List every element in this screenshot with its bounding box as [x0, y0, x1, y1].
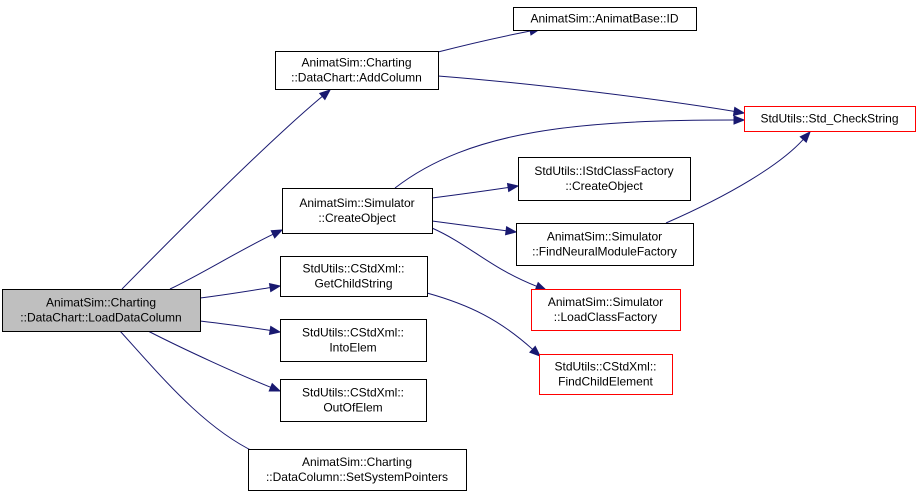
call-edge [199, 282, 282, 299]
arrowhead-icon [529, 345, 542, 357]
call-edge [665, 131, 811, 224]
node-box[interactable] [531, 289, 681, 331]
node-istdclassfactory-createobject[interactable]: StdUtils::IStdClassFactory::CreateObject [518, 157, 691, 201]
node-label: AnimatSim::Charting [302, 455, 412, 469]
node-box[interactable] [518, 157, 691, 201]
arrowhead-icon [268, 282, 282, 293]
node-findneuralmodulefactory[interactable]: AnimatSim::Simulator::FindNeuralModuleFa… [516, 223, 694, 266]
edge-line [147, 330, 271, 388]
node-box[interactable] [280, 256, 428, 297]
call-edge [147, 330, 282, 392]
nodes-layer: AnimatSim::Charting::DataChart::LoadData… [2, 7, 916, 491]
call-edge [199, 320, 282, 336]
arrowhead-icon [733, 115, 746, 125]
node-label: StdUtils::CStdXml:: [302, 386, 404, 400]
edge-line [119, 330, 260, 455]
node-box[interactable] [275, 51, 439, 90]
node-box[interactable] [248, 449, 467, 491]
node-box[interactable] [280, 379, 427, 422]
edge-line [169, 233, 274, 290]
node-label: OutOfElem [323, 401, 382, 415]
node-label: GetChildString [314, 277, 392, 291]
arrowhead-icon [732, 106, 746, 116]
call-edge [431, 182, 520, 199]
node-label: FindChildElement [558, 375, 653, 389]
node-label: StdUtils::CStdXml:: [554, 360, 656, 374]
edge-line [665, 139, 804, 224]
edge-line [431, 220, 507, 232]
node-animatbase-id[interactable]: AnimatSim::AnimatBase::ID [513, 7, 697, 31]
call-edge [121, 89, 332, 290]
call-edge [437, 75, 746, 116]
node-label: StdUtils::CStdXml:: [302, 326, 404, 340]
node-box[interactable] [539, 354, 673, 395]
node-box[interactable] [280, 319, 427, 362]
arrowhead-icon [268, 325, 282, 336]
node-box[interactable] [513, 7, 697, 31]
edge-line [199, 320, 271, 331]
call-edge [119, 330, 270, 459]
node-label: AnimatSim::AnimatBase::ID [530, 12, 678, 26]
node-box[interactable] [2, 289, 201, 332]
node-box[interactable] [516, 223, 694, 266]
edge-line [431, 227, 537, 287]
node-label: StdUtils::CStdXml:: [302, 262, 404, 276]
call-edge [169, 229, 284, 290]
edge-line [121, 96, 323, 290]
node-getchildstring[interactable]: StdUtils::CStdXml::GetChildString [280, 256, 428, 297]
node-addcolumn[interactable]: AnimatSim::Charting::DataChart::AddColum… [275, 51, 439, 90]
edge-line [437, 30, 531, 53]
edge-line [437, 75, 735, 112]
node-label: ::DataChart::LoadDataColumn [20, 311, 181, 325]
edge-line [199, 287, 271, 299]
node-findchildelement[interactable]: StdUtils::CStdXml::FindChildElement [539, 354, 673, 395]
arrowhead-icon [270, 229, 284, 239]
edge-line [394, 119, 735, 189]
arrowhead-icon [268, 382, 282, 392]
node-label: StdUtils::IStdClassFactory [534, 164, 673, 178]
node-createobject[interactable]: AnimatSim::Simulator::CreateObject [282, 188, 433, 234]
node-label: AnimatSim::Simulator [299, 196, 414, 210]
node-label: IntoElem [329, 341, 376, 355]
node-loaddatacolumn[interactable]: AnimatSim::Charting::DataChart::LoadData… [2, 289, 201, 332]
node-label: ::DataColumn::SetSystemPointers [266, 470, 448, 484]
node-intoelem[interactable]: StdUtils::CStdXml::IntoElem [280, 319, 427, 362]
node-label: ::LoadClassFactory [554, 310, 657, 324]
node-loadclassfactory[interactable]: AnimatSim::Simulator::LoadClassFactory [531, 289, 681, 331]
node-label: ::FindNeuralModuleFactory [532, 245, 677, 259]
call-edge [426, 292, 542, 357]
node-setsystempointers[interactable]: AnimatSim::Charting::DataColumn::SetSyst… [248, 449, 467, 491]
node-label: StdUtils::Std_CheckString [760, 112, 898, 126]
node-label: AnimatSim::Simulator [548, 295, 663, 309]
node-outofelem[interactable]: StdUtils::CStdXml::OutOfElem [280, 379, 427, 422]
node-label: ::DataChart::AddColumn [291, 71, 422, 85]
arrowhead-icon [799, 131, 811, 143]
edge-line [426, 292, 533, 350]
arrowhead-icon [506, 182, 520, 193]
edges-layer [119, 26, 811, 459]
edge-line [431, 187, 509, 199]
node-label: AnimatSim::Charting [301, 56, 411, 70]
arrowhead-icon [534, 281, 548, 291]
node-label: ::CreateObject [565, 179, 643, 193]
call-edge [431, 220, 518, 236]
node-label: AnimatSim::Charting [46, 296, 156, 310]
arrowhead-icon [504, 225, 518, 236]
node-label: AnimatSim::Simulator [547, 230, 662, 244]
node-box[interactable] [744, 106, 916, 132]
node-std-checkstring[interactable]: StdUtils::Std_CheckString [744, 106, 916, 132]
node-box[interactable] [282, 188, 433, 234]
node-label: ::CreateObject [318, 211, 396, 225]
arrowhead-icon [318, 89, 332, 101]
call-edge [394, 115, 746, 189]
